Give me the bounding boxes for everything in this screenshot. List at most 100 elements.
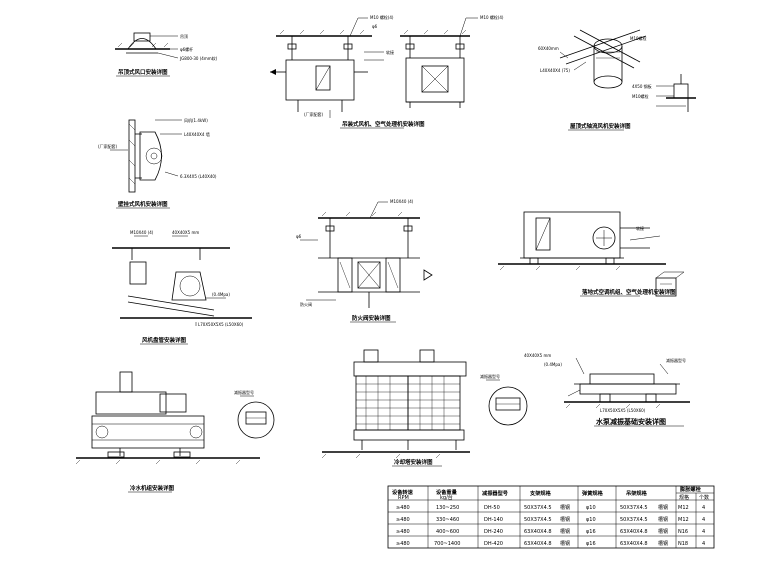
table-cell: DH-140: [484, 517, 503, 523]
label: M10 螺栓(4): [480, 14, 504, 20]
label: 防火阀: [300, 301, 312, 307]
table-cell: 槽钢: [560, 516, 570, 523]
table-cell: N16: [678, 529, 688, 535]
label: 减振器型号: [666, 357, 686, 363]
detail-caption: 吊顶式风口安装详图: [118, 68, 168, 76]
table-header: 弹簧规格: [582, 489, 604, 497]
table-header: 膨胀螺栓: [679, 485, 702, 493]
table-cell: 63X40X4.8: [620, 529, 648, 535]
table-header: 吊架规格: [626, 489, 648, 497]
table-subheader: 规格: [679, 494, 689, 501]
table-cell: 4: [702, 505, 705, 511]
label: 60X40mm: [538, 46, 559, 51]
table-cell: M12: [678, 505, 689, 511]
table-cell: M12: [678, 517, 689, 523]
roof-fan-detail: 60X40mm L40X40X4 (75) M10螺栓 4X50 钢板 M10螺…: [538, 29, 696, 131]
table-row: ≥480 700~1400 DH-420 63X40X4.8 槽钢 φ16 63…: [396, 540, 705, 547]
table-cell: 50X37X4.5: [524, 517, 552, 523]
table-subheader: RPM: [398, 495, 409, 501]
detail-caption: 壁挂式风机安装详图: [118, 200, 168, 208]
detail-caption: 落地式空调机组、空气处理机安装详图: [582, 288, 676, 296]
label: 40X40X5 mm: [524, 353, 551, 358]
label: 减振器型号: [480, 373, 500, 379]
table-cell: 330~460: [436, 517, 459, 523]
label: φ6: [372, 24, 378, 29]
table-cell: 4: [702, 541, 705, 547]
fire-damper-detail: M10X40 (4) φ6 防火阀 防火阀安装详图: [296, 199, 433, 323]
table-header: 设备转速: [392, 488, 414, 496]
table-cell: ≥480: [396, 541, 410, 547]
label: 软接: [636, 225, 644, 231]
label: L70X50X5X5 (L50X60): [600, 408, 646, 413]
table-cell: 130~250: [436, 505, 459, 511]
detail-caption: 屋顶式轴流风机安装详图: [570, 122, 631, 130]
table-cell: 4: [702, 517, 705, 523]
table-row: ≥480 130~250 DH-50 50X37X4.5 槽钢 φ10 50X3…: [396, 504, 705, 511]
label: M10螺栓: [630, 35, 647, 41]
table-cell: φ16: [586, 541, 596, 547]
table-cell: 槽钢: [560, 528, 570, 535]
detail-caption: 风机盘管安装详图: [142, 336, 187, 344]
label: 4X50 钢板: [632, 83, 652, 89]
table-cell: ≥480: [396, 517, 410, 523]
label: L40X40X4 墙: [184, 131, 210, 137]
table-subheader: 个数: [699, 494, 709, 501]
detail-caption: 防火阀安装详图: [352, 314, 391, 322]
table-header: 支架规格: [529, 489, 552, 497]
table-cell: 4: [702, 529, 705, 535]
table-cell: 700~1400: [434, 541, 460, 547]
label: (0.4Mpa): [212, 292, 230, 297]
table-cell: 槽钢: [658, 540, 668, 547]
chiller-detail: 减振器型号 冷水机组安装详图: [75, 371, 275, 493]
table-cell: DH-50: [484, 505, 500, 511]
table-cell: 63X40X4.8: [620, 541, 648, 547]
label: 6.3X4X5 (L40X40): [180, 174, 217, 179]
label: 软接: [386, 49, 394, 55]
table-cell: DH-240: [484, 529, 503, 535]
table-cell: 50X37X4.5: [620, 517, 648, 523]
label: (厂家配套): [304, 111, 324, 117]
spec-table: 设备转速 设备重量 减振器型号 支架规格 弹簧规格 吊架规格 膨胀螺栓 RPM …: [387, 485, 715, 549]
label: M10螺栓: [632, 93, 649, 99]
table-header: 设备重量: [436, 488, 458, 496]
ceiling-diffuser-detail: 吊顶 φ6螺杆 JG800-30 (4mm软) 吊顶式风口安装详图: [115, 32, 218, 77]
detail-caption: 冷水机组安装详图: [130, 484, 175, 492]
table-row: ≥480 330~460 DH-140 50X37X4.5 槽钢 φ10 50X…: [396, 516, 705, 523]
label: M10X40 (4): [390, 199, 414, 204]
table-cell: ≥480: [396, 505, 410, 511]
table-cell: N18: [678, 541, 688, 547]
table-row: ≥480 400~600 DH-240 63X40X4.8 槽钢 φ16 63X…: [396, 528, 705, 535]
pump-base-detail: 40X40X5 mm (0.4Mpa) 减振器型号 L70X50X5X5 (L5…: [524, 353, 690, 427]
table-header: 减振器型号: [482, 489, 508, 497]
suspended-ahu-detail: (厂家配套) M10 螺栓(4) M10 螺栓(4) φ6 软接 吊装式风机、空…: [270, 14, 504, 129]
table-cell: 50X37X4.5: [524, 505, 552, 511]
label: 风机(1.4kW): [184, 117, 208, 123]
fan-coil-detail: M10X40 (4) 40X40X5 mm (0.4Mpa) L70X50X5X…: [112, 230, 252, 345]
label: L40X40X4 (75): [540, 68, 570, 73]
table-cell: φ16: [586, 529, 596, 535]
table-cell: DH-420: [484, 541, 503, 547]
table-cell: 槽钢: [658, 528, 668, 535]
tower-fill: [356, 376, 460, 430]
label: (0.4Mpa): [544, 362, 562, 367]
table-cell: φ10: [586, 505, 596, 511]
table-cell: φ10: [586, 517, 596, 523]
label: (厂家配套): [98, 143, 118, 149]
label: JG800-30 (4mm软): [179, 55, 218, 61]
floor-ahu-detail: 软接 落地式空调机组、空气处理机安装详图: [498, 211, 685, 297]
cooling-tower-detail: 减振器型号 冷却塔安装详图: [321, 349, 528, 467]
label: L70X50X5X5 (L50X60): [198, 322, 244, 327]
wall-fan-detail: 风机(1.4kW) L40X40X4 墙 (厂家配套) 6.3X4X5 (L40…: [98, 117, 217, 209]
label: 吊顶: [180, 34, 188, 39]
table-cell: 400~600: [436, 529, 459, 535]
detail-caption: 吊装式风机、空气处理机安装详图: [342, 120, 425, 128]
table-cell: 槽钢: [658, 516, 668, 523]
detail-caption: 冷却塔安装详图: [394, 458, 433, 466]
label: M10X40 (4): [130, 230, 154, 235]
table-cell: 槽钢: [658, 504, 668, 511]
table-cell: ≥480: [396, 529, 410, 535]
label: φ6: [296, 234, 302, 239]
table-cell: 63X40X4.8: [524, 541, 552, 547]
